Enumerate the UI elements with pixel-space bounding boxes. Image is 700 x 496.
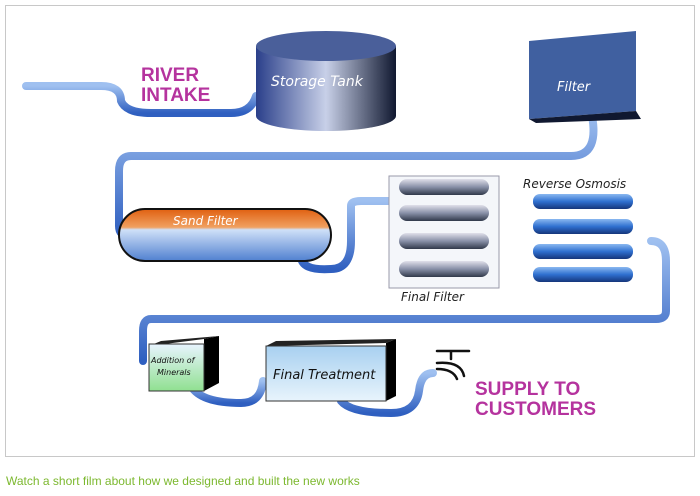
final-treatment-tank: Final Treatment: [265, 339, 396, 402]
svg-text:Reverse Osmosis: Reverse Osmosis: [523, 177, 626, 191]
tap-icon: [435, 349, 471, 381]
svg-text:Final Treatment: Final Treatment: [273, 368, 376, 383]
storage-tank: Storage Tank: [256, 31, 396, 131]
water-treatment-diagram: RIVER INTAKE Storage Tank Filter Sand Fi…: [22, 31, 670, 420]
svg-text:Minerals: Minerals: [157, 368, 191, 377]
river-intake-label: RIVER INTAKE: [141, 65, 210, 106]
diagram-frame: RIVER INTAKE Storage Tank Filter Sand Fi…: [5, 5, 695, 457]
svg-text:Sand Filter: Sand Filter: [173, 214, 239, 228]
supply-to-customers-label: SUPPLY TO CUSTOMERS: [475, 379, 596, 420]
watch-film-link[interactable]: Watch a short film about how we designed…: [6, 474, 360, 488]
svg-text:CUSTOMERS: CUSTOMERS: [475, 399, 596, 420]
addition-of-minerals-tank: Addition of Minerals: [148, 336, 219, 392]
svg-text:RIVER: RIVER: [141, 65, 199, 86]
svg-text:SUPPLY TO: SUPPLY TO: [475, 379, 580, 400]
svg-text:Final Filter: Final Filter: [401, 290, 465, 304]
svg-text:Storage Tank: Storage Tank: [271, 74, 364, 90]
sand-filter: Sand Filter: [118, 208, 332, 262]
svg-text:Addition of: Addition of: [150, 356, 196, 365]
reverse-osmosis: Reverse Osmosis: [523, 177, 633, 282]
pipes: [22, 82, 670, 417]
final-filter: Final Filter: [388, 175, 500, 304]
svg-text:Filter: Filter: [557, 80, 592, 95]
svg-text:INTAKE: INTAKE: [141, 85, 210, 106]
filter: Filter: [529, 31, 641, 123]
